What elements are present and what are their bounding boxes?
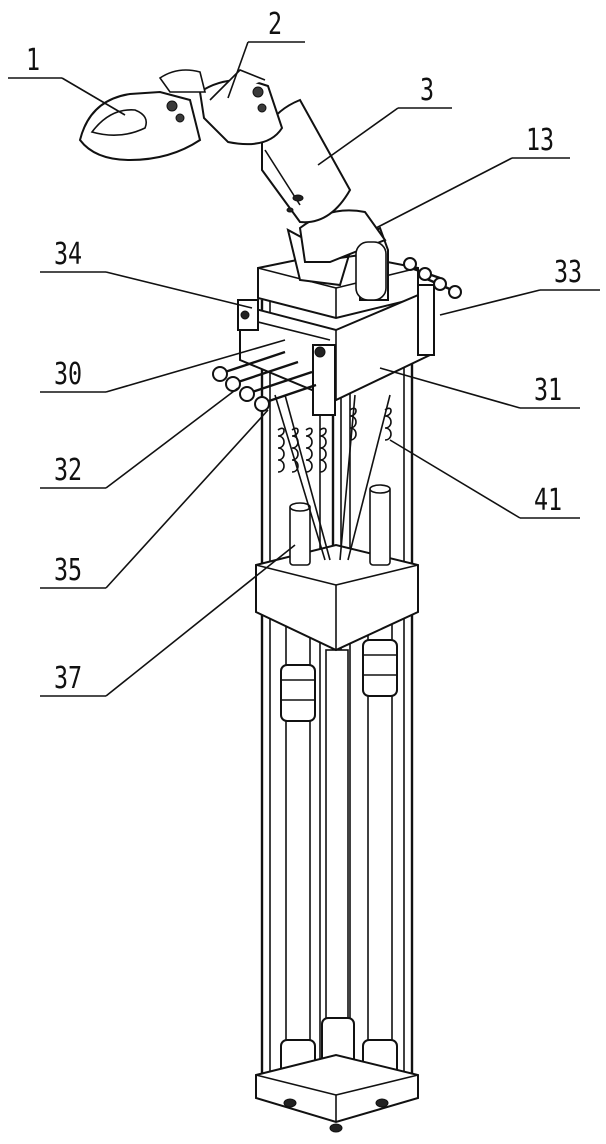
label-37: 37 <box>54 661 82 696</box>
support-column <box>256 300 418 1132</box>
label-13: 13 <box>526 123 554 158</box>
robotic-finger <box>80 70 388 300</box>
label-2: 2 <box>268 7 282 42</box>
label-35: 35 <box>54 553 82 588</box>
label-32: 32 <box>54 453 82 488</box>
label-33: 33 <box>554 255 582 290</box>
label-34: 34 <box>54 237 82 272</box>
label-1: 1 <box>26 43 40 78</box>
label-30: 30 <box>54 357 82 392</box>
label-31: 31 <box>534 373 562 408</box>
label-41: 41 <box>534 483 562 518</box>
label-3: 3 <box>420 73 434 108</box>
